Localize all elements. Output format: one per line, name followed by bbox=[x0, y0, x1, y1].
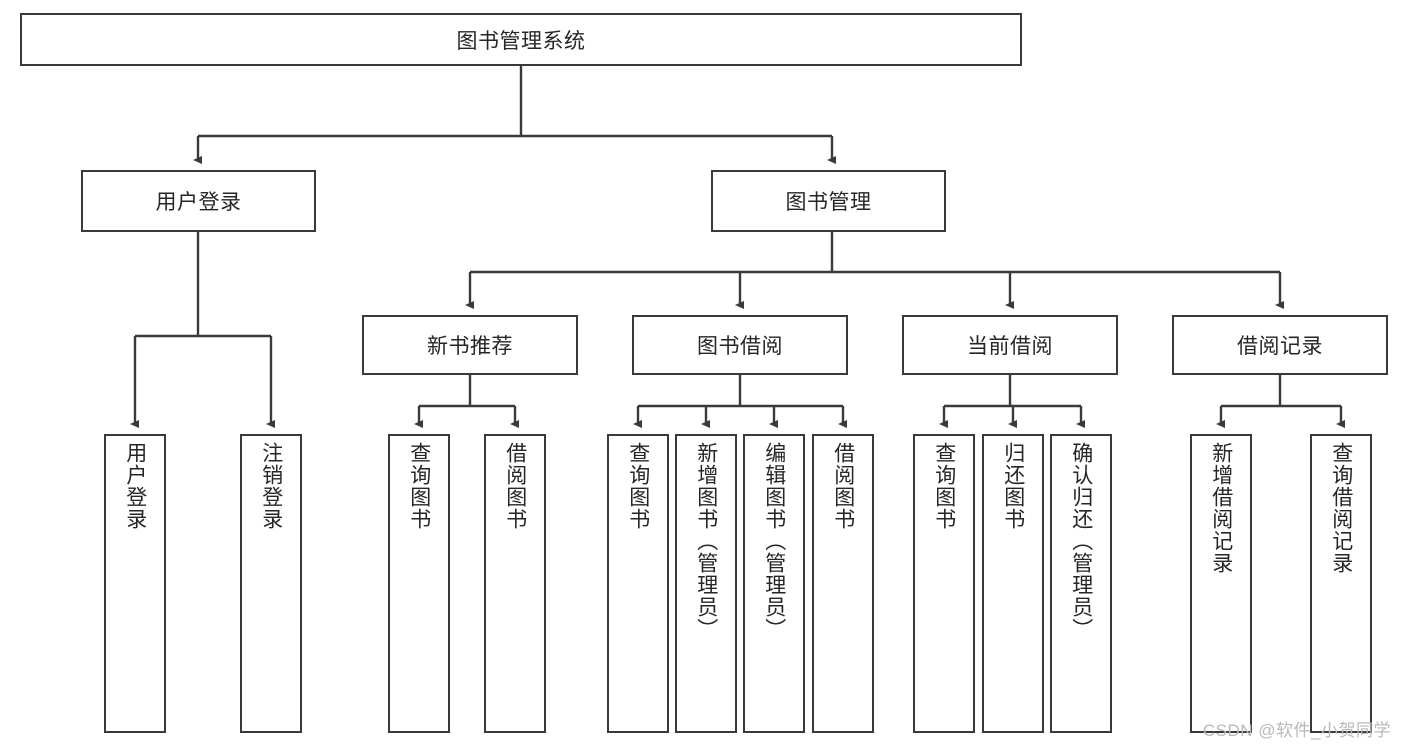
node-new-book-recommend-label: 新书推荐 bbox=[427, 335, 513, 358]
leaf-label: 确认归还（管理员） bbox=[1069, 442, 1093, 640]
leaf-label: 新增图书（管理员） bbox=[694, 442, 718, 640]
leaf-label: 注销登录 bbox=[259, 442, 283, 530]
leaf-user-login[interactable]: 用户登录 bbox=[104, 434, 166, 733]
leaf-label: 查询图书 bbox=[407, 442, 431, 530]
node-current-borrow-label: 当前借阅 bbox=[967, 335, 1053, 358]
node-user-login-label: 用户登录 bbox=[155, 191, 242, 214]
leaf-logout[interactable]: 注销登录 bbox=[240, 434, 302, 733]
node-new-book-recommend[interactable]: 新书推荐 bbox=[362, 315, 578, 375]
node-root[interactable]: 图书管理系统 bbox=[20, 13, 1022, 66]
node-root-label: 图书管理系统 bbox=[456, 29, 586, 53]
leaf-label: 借阅图书 bbox=[503, 442, 527, 530]
leaf-label: 归还图书 bbox=[1001, 442, 1025, 530]
leaf-add-borrow-record[interactable]: 新增借阅记录 bbox=[1190, 434, 1252, 733]
node-user-login[interactable]: 用户登录 bbox=[81, 170, 316, 232]
node-current-borrow[interactable]: 当前借阅 bbox=[902, 315, 1118, 375]
leaf-return-book[interactable]: 归还图书 bbox=[982, 434, 1044, 733]
leaf-edit-book-admin[interactable]: 编辑图书（管理员） bbox=[743, 434, 805, 733]
leaf-query-book-current[interactable]: 查询图书 bbox=[913, 434, 975, 733]
leaf-query-book-borrow[interactable]: 查询图书 bbox=[607, 434, 669, 733]
leaf-query-borrow-record[interactable]: 查询借阅记录 bbox=[1310, 434, 1372, 733]
node-book-management-label: 图书管理 bbox=[785, 191, 872, 214]
leaf-add-book-admin[interactable]: 新增图书（管理员） bbox=[675, 434, 737, 733]
leaf-borrow-book[interactable]: 借阅图书 bbox=[812, 434, 874, 733]
leaf-label: 用户登录 bbox=[123, 442, 147, 530]
leaf-label: 新增借阅记录 bbox=[1209, 442, 1233, 574]
leaf-label: 查询图书 bbox=[626, 442, 650, 530]
leaf-label: 查询借阅记录 bbox=[1329, 442, 1353, 574]
node-book-borrow[interactable]: 图书借阅 bbox=[632, 315, 848, 375]
node-book-management[interactable]: 图书管理 bbox=[711, 170, 946, 232]
node-borrow-record-label: 借阅记录 bbox=[1237, 335, 1323, 358]
leaf-label: 编辑图书（管理员） bbox=[762, 442, 786, 640]
leaf-query-book-rec[interactable]: 查询图书 bbox=[388, 434, 450, 733]
leaf-borrow-book-rec[interactable]: 借阅图书 bbox=[484, 434, 546, 733]
leaf-label: 查询图书 bbox=[932, 442, 956, 530]
node-book-borrow-label: 图书借阅 bbox=[697, 335, 783, 358]
leaf-confirm-return-admin[interactable]: 确认归还（管理员） bbox=[1050, 434, 1112, 733]
node-borrow-record[interactable]: 借阅记录 bbox=[1172, 315, 1388, 375]
leaf-label: 借阅图书 bbox=[831, 442, 855, 530]
